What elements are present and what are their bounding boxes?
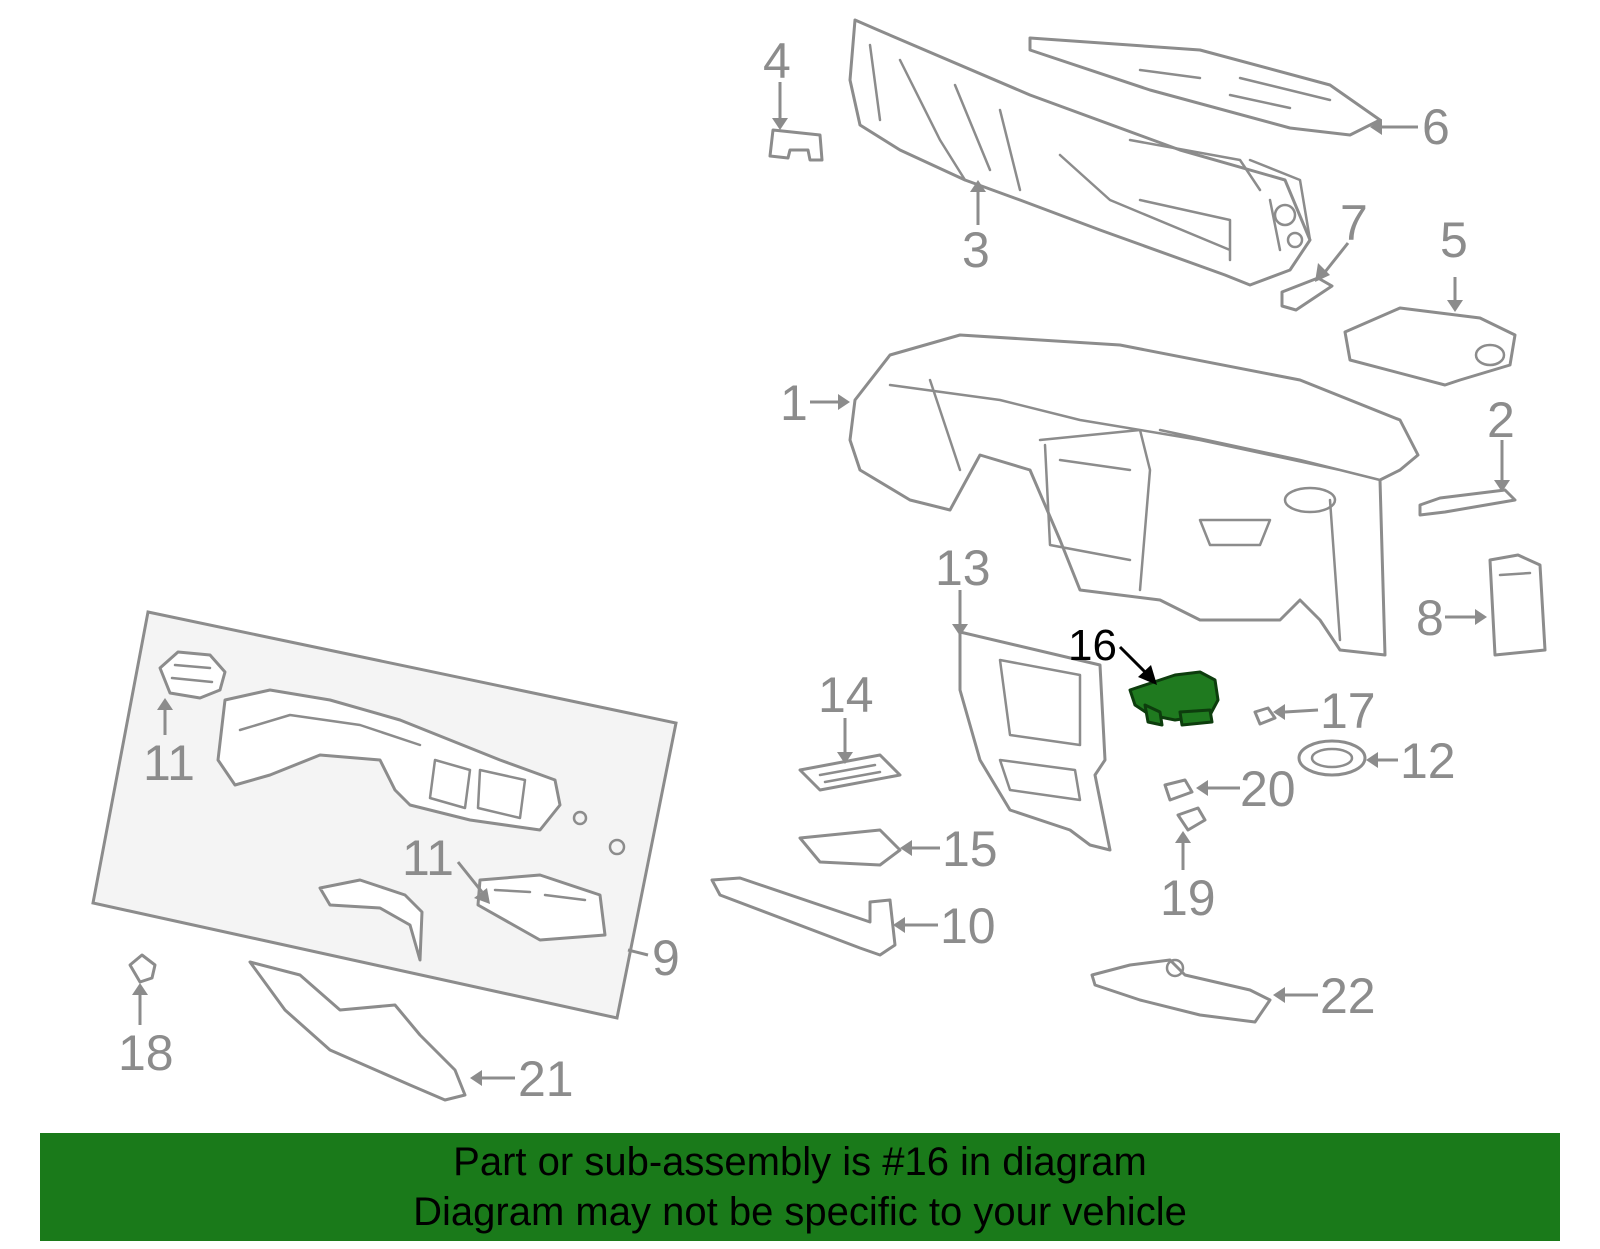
callout-7: 7 (1340, 195, 1368, 251)
banner-line-1: Part or sub-assembly is #16 in diagram (453, 1140, 1147, 1184)
callout-17: 17 (1320, 683, 1376, 739)
callout-18: 18 (118, 1025, 174, 1081)
part-10-brace (710, 876, 897, 957)
leader-arrows (132, 82, 1510, 1086)
parts-diagram: 4 3 6 7 5 1 2 8 13 16 17 12 20 19 14 15 … (91, 18, 1547, 1107)
part-5-airbag-module (1343, 306, 1517, 387)
callout-labels: 4 3 6 7 5 1 2 8 13 16 17 12 20 19 14 15 … (118, 33, 1515, 1107)
callout-20: 20 (1240, 761, 1296, 817)
callout-2: 2 (1487, 392, 1515, 448)
part-18-fastener (128, 953, 157, 984)
part-16-highlighted (1128, 670, 1220, 727)
part-13-center-bezel (958, 630, 1112, 852)
callout-11-bottom: 11 (402, 830, 454, 886)
part-15-tray (798, 828, 902, 867)
part-14-mat (798, 753, 902, 792)
callout-10: 10 (940, 898, 996, 954)
callout-1: 1 (780, 375, 808, 431)
callout-8: 8 (1416, 590, 1444, 646)
part-9-cluster-kit (91, 610, 678, 1020)
part-17-fastener (1253, 706, 1277, 726)
part-21-knee-bolster (248, 960, 467, 1102)
part-7-grille (1280, 276, 1334, 312)
part-4-bracket (768, 128, 824, 162)
info-banner: Part or sub-assembly is #16 in diagram D… (40, 1133, 1560, 1241)
callout-15: 15 (942, 821, 998, 877)
callout-13: 13 (935, 540, 991, 596)
part-22-lower-trim (1090, 958, 1272, 1024)
part-3-dash-frame (848, 18, 1312, 287)
callout-12: 12 (1400, 733, 1456, 789)
callout-5: 5 (1440, 212, 1468, 268)
callout-22: 22 (1320, 968, 1376, 1024)
callout-9: 9 (652, 930, 680, 986)
callout-6: 6 (1422, 99, 1450, 155)
part-19-clip (1176, 806, 1207, 832)
callout-4: 4 (763, 33, 791, 89)
callout-16: 16 (1068, 621, 1117, 670)
callout-19: 19 (1160, 870, 1216, 926)
banner-line-2: Diagram may not be specific to your vehi… (413, 1190, 1187, 1234)
part-12-vent (1297, 739, 1367, 777)
callout-21: 21 (518, 1051, 574, 1107)
callout-14: 14 (818, 667, 874, 723)
part-1-instrument-panel (848, 333, 1420, 657)
part-6-defroster-panel (1028, 36, 1382, 137)
callout-3: 3 (962, 222, 990, 278)
leader-arrow-16 (1118, 645, 1157, 685)
part-2-bracket (1418, 488, 1517, 517)
callout-11-top: 11 (143, 735, 195, 791)
part-8-trim-panel (1488, 553, 1547, 657)
part-20-clip (1163, 778, 1194, 802)
